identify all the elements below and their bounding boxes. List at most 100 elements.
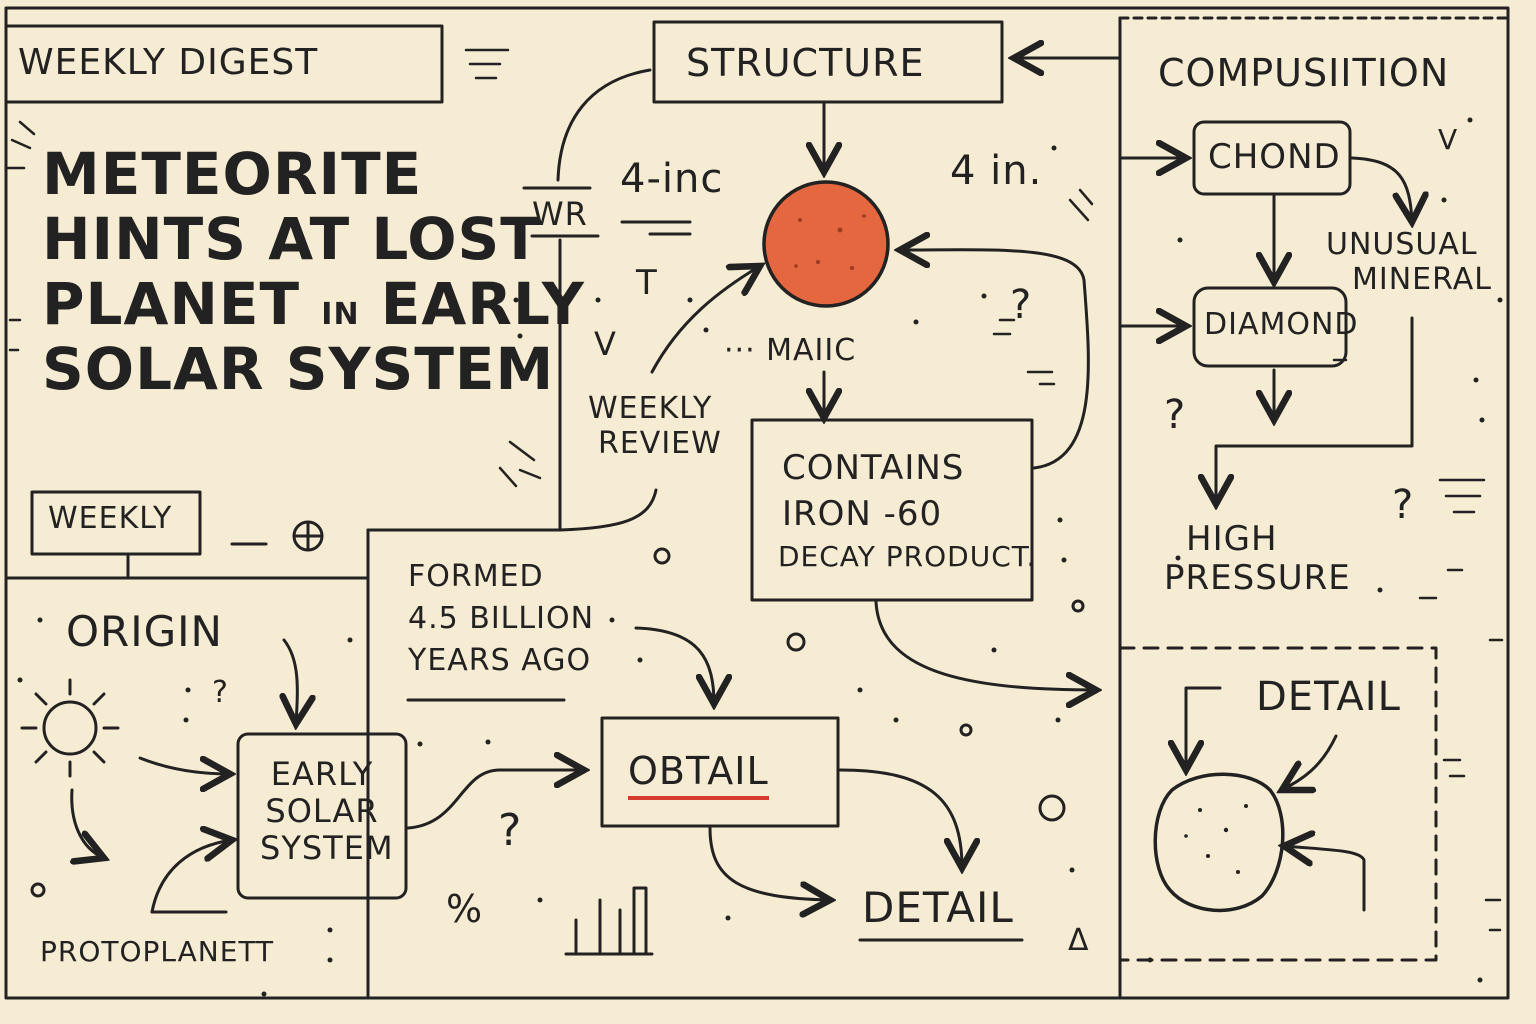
formed-line2: 4.5 BILLION (408, 601, 595, 636)
formed-text: FORMED 4.5 BILLION YEARS AGO (408, 556, 594, 682)
diamond-box (1192, 286, 1348, 368)
headline-line3: PLANET IN EARLY (42, 269, 585, 338)
arrow-chond-unusual (1350, 156, 1412, 222)
contains-line2: IRON -60 (782, 493, 943, 534)
rock-shape (1153, 772, 1285, 913)
arrow-mineral-high (1216, 316, 1414, 504)
arrow-review-meteor (650, 266, 760, 374)
contains-line1: CONTAINS (782, 448, 965, 488)
contains-line3: DECAY PRODUCT. (778, 539, 1037, 573)
header-box (4, 24, 444, 104)
weekly-review: WEEKLY REVIEW (588, 391, 722, 461)
meteor-speckles (794, 214, 866, 270)
early-line1: EARLY (270, 755, 374, 793)
arrow-proto-early (150, 840, 232, 914)
dot-circle-2 (786, 632, 806, 652)
arrow-detail-left (1186, 686, 1222, 770)
headline-line3-in: IN (321, 296, 360, 332)
detail-box-title: DETAIL (1256, 674, 1401, 720)
structure-box (652, 20, 1004, 104)
weekly-box (30, 490, 202, 556)
early-line2: SOLAR (265, 791, 379, 830)
arrow-contains-detail (874, 600, 1096, 690)
composition-title: COMPUSIITION (1158, 51, 1450, 95)
wr-label: WR (532, 195, 588, 233)
rock-speckles (1184, 804, 1248, 874)
arrow-structure-wr (556, 68, 652, 182)
headline-line2: HINTS AT LOST (42, 204, 541, 273)
composition-check: V (1438, 123, 1459, 156)
headline-line3-early: EARLY (380, 269, 585, 338)
dot-circle-4 (1038, 794, 1066, 822)
origin-question-1: ? (212, 675, 229, 710)
arrow-sun-early (138, 758, 230, 774)
dot-circle-1 (1071, 599, 1085, 613)
arrow-contains-meteor (900, 250, 1090, 470)
high-line1: HIGH (1186, 519, 1278, 559)
triangle-icon: Δ (1068, 923, 1090, 958)
percent-sign: % (446, 887, 484, 931)
formed-line1: FORMED (408, 559, 544, 594)
unusual-mineral: UNUSUAL MINERAL (1326, 227, 1492, 297)
early-solar-box (236, 732, 408, 900)
dot-circle-5 (30, 882, 46, 898)
headline-line4: SOLAR SYSTEM (42, 334, 555, 403)
line-review-down (558, 488, 658, 532)
composition-question-1: ? (1164, 392, 1187, 438)
obtail-box (600, 716, 840, 828)
arrow-obtail-detail-down (708, 826, 830, 900)
composition-question-2: ? (1392, 482, 1415, 528)
headline-burst (6, 48, 1504, 932)
obtail-label: OBTAIL (628, 749, 769, 800)
sun-icon (42, 700, 98, 756)
check-mark-left: V (594, 325, 617, 363)
detail-bottom-label: DETAIL (862, 883, 1014, 932)
bar-chart-icon (564, 886, 654, 956)
structure-title: STRUCTURE (686, 41, 925, 85)
chond-box (1192, 120, 1352, 196)
arrow-formed-obtail (634, 626, 714, 704)
unusual-line1: UNUSUAL (1326, 227, 1478, 262)
structure-question: ? (1010, 282, 1033, 328)
arrow-early-obtail (406, 770, 584, 830)
weekly-review-line1: WEEKLY (588, 391, 713, 426)
high-line2: PRESSURE (1164, 558, 1351, 599)
contains-text: CONTAINS IRON -60 DECAY PRODUCT. (778, 446, 1036, 576)
weekly-review-line2: REVIEW (598, 425, 722, 461)
dot-circle-6 (653, 547, 671, 565)
arrow-sun-down (72, 788, 104, 858)
arrow-origin-early (284, 638, 297, 724)
origin-title: ORIGIN (66, 607, 223, 656)
detail-box (1118, 646, 1438, 962)
protoplanet-label: PROTOPLANETT (40, 935, 275, 968)
size-right: 4 in. (950, 148, 1043, 194)
meteor-icon (762, 180, 890, 308)
formed-line3: YEARS AGO (408, 643, 592, 678)
outer-frame (4, 6, 1510, 1000)
arrow-detail-right (1282, 734, 1338, 790)
meteor-caption: ··· MAIIC (724, 333, 857, 368)
chond-label: CHOND (1208, 137, 1341, 177)
headline-line3-planet: PLANET (42, 269, 301, 338)
weekly-label: WEEKLY (48, 501, 173, 536)
sun-rays (20, 678, 120, 778)
t-label: T (636, 263, 658, 303)
origin-question-2: ? (498, 805, 523, 856)
crosshair-icon (292, 520, 324, 552)
dot-circle-3 (959, 723, 973, 737)
early-line3: SYSTEM (260, 828, 394, 867)
contains-box (750, 418, 1034, 602)
size-left: 4-inc (620, 156, 724, 202)
headline: METEORITE HINTS AT LOST PLANET IN EARLY … (42, 142, 585, 402)
scatter-dots (17, 117, 1503, 997)
wr-lines (522, 186, 600, 238)
arrow-detail-bottom (1284, 846, 1366, 912)
early-solar-text: EARLY SOLAR SYSTEM (260, 755, 394, 867)
size-underline (620, 220, 692, 236)
header-tag: WEEKLY DIGEST (18, 42, 319, 83)
arrow-obtail-detail-right (838, 768, 962, 868)
high-pressure: HIGH PRESSURE (1164, 519, 1351, 599)
diamond-label: DIAMOND (1204, 307, 1359, 342)
headline-line1: METEORITE (42, 140, 423, 208)
